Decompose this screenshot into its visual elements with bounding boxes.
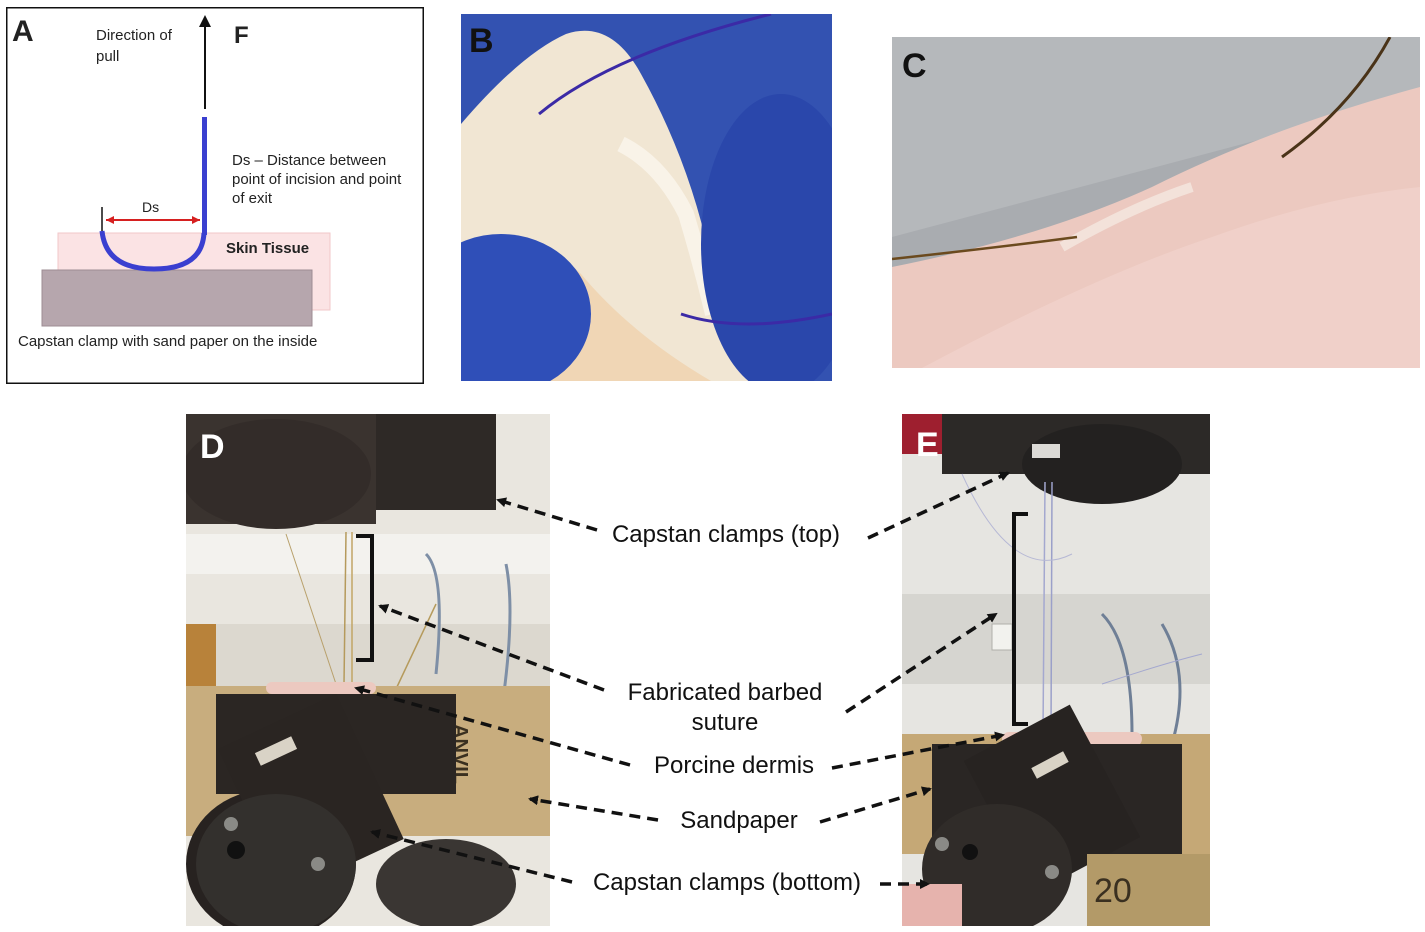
label-dermis: Porcine dermis <box>653 752 815 779</box>
panel-d-photo: ANVIL D <box>186 414 550 926</box>
label-suture-line2: suture <box>691 709 759 736</box>
suture-vertical <box>202 117 207 235</box>
suture-strand <box>343 531 347 685</box>
capstan-clamp-block <box>41 269 313 327</box>
clamp-label: Capstan clamp with sand paper on the ins… <box>18 333 317 350</box>
ds-description-3: of exit <box>232 190 273 207</box>
suture-strand <box>538 14 772 116</box>
arrow-bottom-clamp-d <box>370 829 573 884</box>
arrow-top-clamp-e <box>867 471 1010 540</box>
suture-strand <box>1042 481 1046 735</box>
panel-b-letter: B <box>469 22 494 60</box>
panel-c-photo: C <box>892 37 1420 368</box>
panel-b-photo: B <box>461 14 832 381</box>
panel-d-letter: D <box>200 428 225 466</box>
arrow-dermis-e <box>831 731 1005 770</box>
label-bottom-clamps: Capstan clamps (bottom) <box>592 869 862 896</box>
ds-description-1: Ds – Distance between <box>232 152 386 169</box>
arrow-suture-e <box>845 612 998 714</box>
arrow-sandpaper-e <box>819 786 932 824</box>
arrow-sandpaper-d <box>528 795 659 822</box>
suture-loop <box>99 230 207 272</box>
suture-strand <box>892 235 1078 261</box>
arrow-dermis-d <box>354 685 631 767</box>
porcine-dermis <box>266 682 376 694</box>
direction-label-1: Direction of <box>96 27 173 44</box>
ds-symbol-label: Ds <box>142 199 159 215</box>
panel-c-letter: C <box>902 47 927 85</box>
ds-description-2: point of incision and point <box>232 171 402 188</box>
label-top-clamps: Capstan clamps (top) <box>611 521 841 548</box>
force-label: F <box>234 22 249 49</box>
skin-tissue-label: Skin Tissue <box>226 240 309 257</box>
panel-e-letter: E <box>916 426 939 464</box>
label-sandpaper: Sandpaper <box>680 807 798 834</box>
arrow-suture-d <box>378 604 605 692</box>
top-clamp-bar <box>366 414 496 510</box>
panel-a-letter: A <box>12 15 34 48</box>
direction-label-2: pull <box>96 48 119 65</box>
label-suture-line1: Fabricated barbed <box>627 679 823 706</box>
glove-right <box>701 94 832 381</box>
arrow-top-clamp-d <box>496 497 598 532</box>
pull-arrow-head <box>199 15 211 27</box>
ruler-number: 20 <box>1094 872 1132 910</box>
panel-a-schematic: Ds Direction of pull F Ds – Distance bet… <box>6 7 424 384</box>
glove-left <box>461 234 591 381</box>
